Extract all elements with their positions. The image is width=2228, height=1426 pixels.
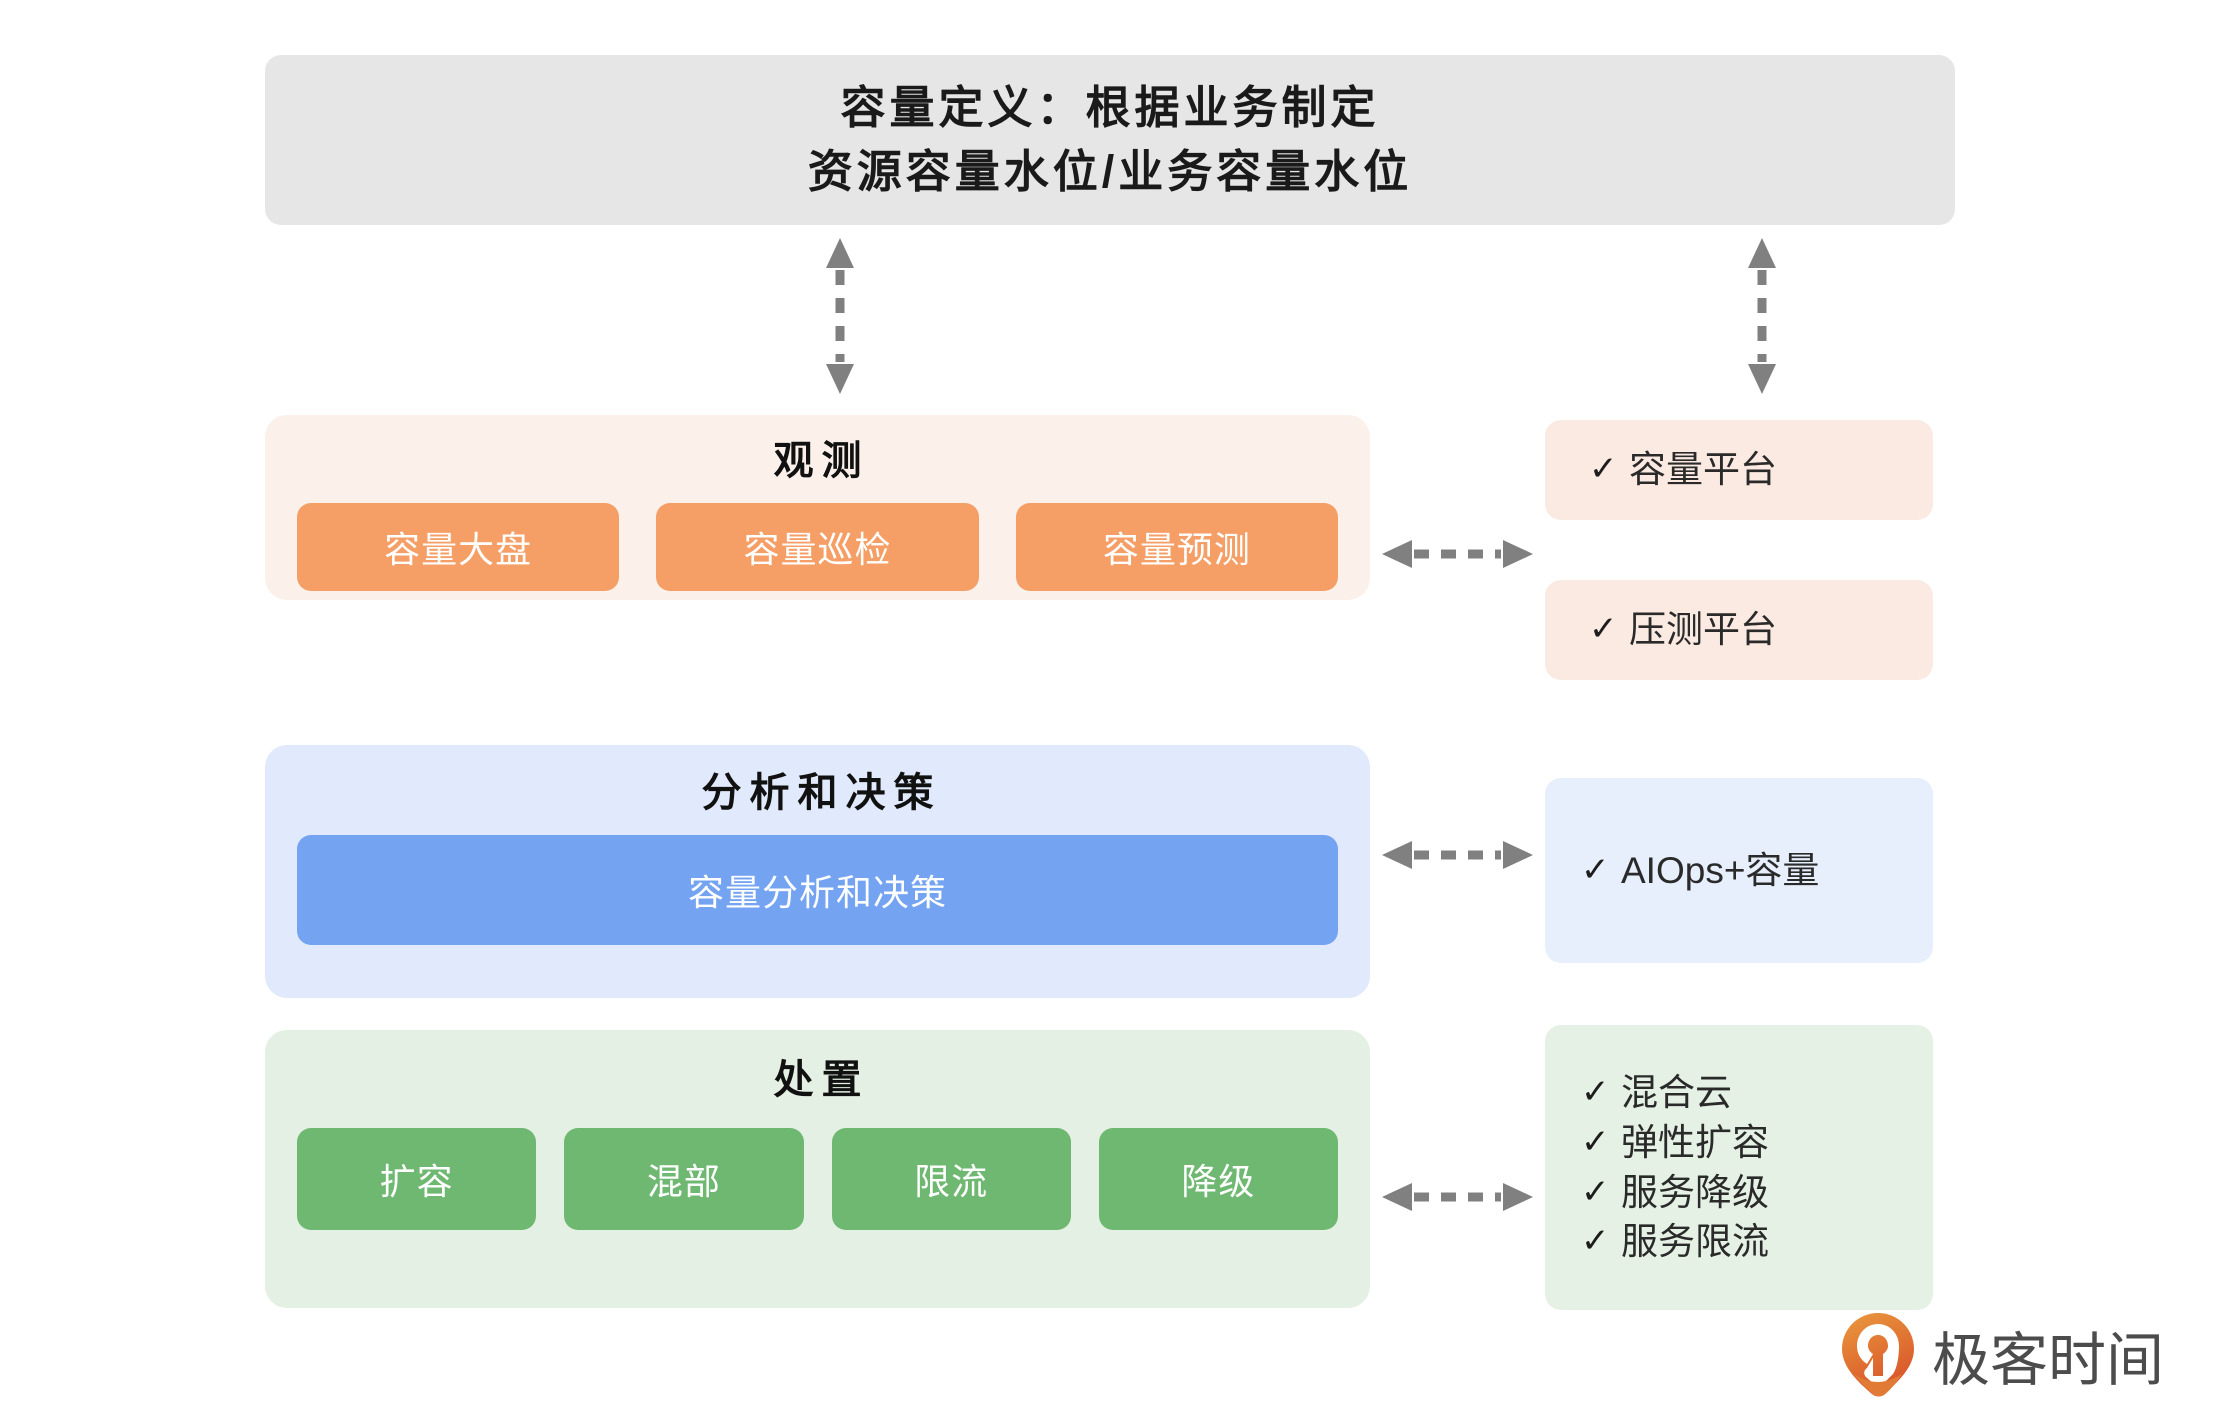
chip-row-handle: 扩容 混部 限流 降级 [265, 1128, 1370, 1230]
capability-card-handle-list[interactable]: ✓ 混合云 ✓ 弹性扩容 ✓ 服务降级 ✓ 服务限流 [1545, 1025, 1933, 1310]
check-icon: ✓ [1581, 1172, 1610, 1211]
stage-title-observe: 观测 [773, 439, 870, 483]
capability-item: ✓ 混合云 [1581, 1068, 1933, 1118]
check-icon: ✓ [1581, 1222, 1610, 1261]
brand-name: 极客时间 [1932, 1328, 2165, 1393]
capability-label: 服务降级 [1621, 1171, 1769, 1213]
capability-label: 弹性扩容 [1621, 1121, 1769, 1163]
stage-panel-analyze: 分析和决策 容量分析和决策 [265, 745, 1370, 998]
check-icon: ✓ [1581, 1072, 1610, 1111]
horizontal-dashed-arrow-observe [1380, 537, 1535, 571]
capability-label: 服务限流 [1621, 1221, 1769, 1263]
brand-logo: 极客时间 [1840, 1312, 2164, 1398]
geekbang-logo-icon [1840, 1312, 1916, 1398]
capability-item: ✓ AIOps+容量 [1581, 846, 1933, 896]
capability-label: 容量平台 [1629, 449, 1777, 491]
chip-colocation[interactable]: 混部 [564, 1128, 804, 1230]
capability-card-capacity-platform[interactable]: ✓ 容量平台 [1545, 420, 1933, 520]
capability-item: ✓ 压测平台 [1589, 605, 1933, 655]
chip-row-observe: 容量大盘 容量巡检 容量预测 [265, 503, 1370, 591]
chip-capacity-analysis-decision[interactable]: 容量分析和决策 [297, 835, 1338, 945]
chip-degrade[interactable]: 降级 [1098, 1128, 1338, 1230]
vertical-dashed-arrow-left [823, 236, 857, 396]
chip-capacity-inspection[interactable]: 容量巡检 [656, 503, 979, 591]
banner-line-1: 容量定义：根据业务制定 [840, 82, 1380, 134]
chip-scale-out[interactable]: 扩容 [297, 1128, 537, 1230]
capability-item: ✓ 服务限流 [1581, 1217, 1933, 1267]
capability-label: 混合云 [1621, 1071, 1732, 1113]
stage-panel-observe: 观测 容量大盘 容量巡检 容量预测 [265, 415, 1370, 600]
chip-rate-limit[interactable]: 限流 [831, 1128, 1071, 1230]
capability-label: AIOps+容量 [1621, 849, 1820, 891]
chip-capacity-forecast[interactable]: 容量预测 [1015, 503, 1338, 591]
check-icon: ✓ [1581, 1122, 1610, 1161]
capability-label: 压测平台 [1629, 609, 1777, 651]
chip-capacity-dashboard[interactable]: 容量大盘 [297, 503, 620, 591]
capability-card-aiops[interactable]: ✓ AIOps+容量 [1545, 778, 1933, 963]
stage-panel-handle: 处置 扩容 混部 限流 降级 [265, 1030, 1370, 1308]
check-icon: ✓ [1581, 850, 1610, 889]
capacity-definition-banner: 容量定义：根据业务制定 资源容量水位/业务容量水位 [265, 55, 1955, 225]
chip-row-analyze: 容量分析和决策 [265, 835, 1370, 945]
horizontal-dashed-arrow-analyze [1380, 838, 1535, 872]
capability-item: ✓ 容量平台 [1589, 445, 1933, 495]
check-icon: ✓ [1589, 610, 1618, 649]
capability-item: ✓ 弹性扩容 [1581, 1118, 1933, 1168]
capability-card-stress-platform[interactable]: ✓ 压测平台 [1545, 580, 1933, 680]
capability-item: ✓ 服务降级 [1581, 1168, 1933, 1218]
banner-line-2: 资源容量水位/业务容量水位 [807, 146, 1413, 197]
stage-title-analyze: 分析和决策 [701, 771, 942, 815]
stage-title-handle: 处置 [773, 1058, 870, 1102]
vertical-dashed-arrow-right [1745, 236, 1779, 396]
check-icon: ✓ [1589, 450, 1618, 489]
horizontal-dashed-arrow-handle [1380, 1180, 1535, 1214]
